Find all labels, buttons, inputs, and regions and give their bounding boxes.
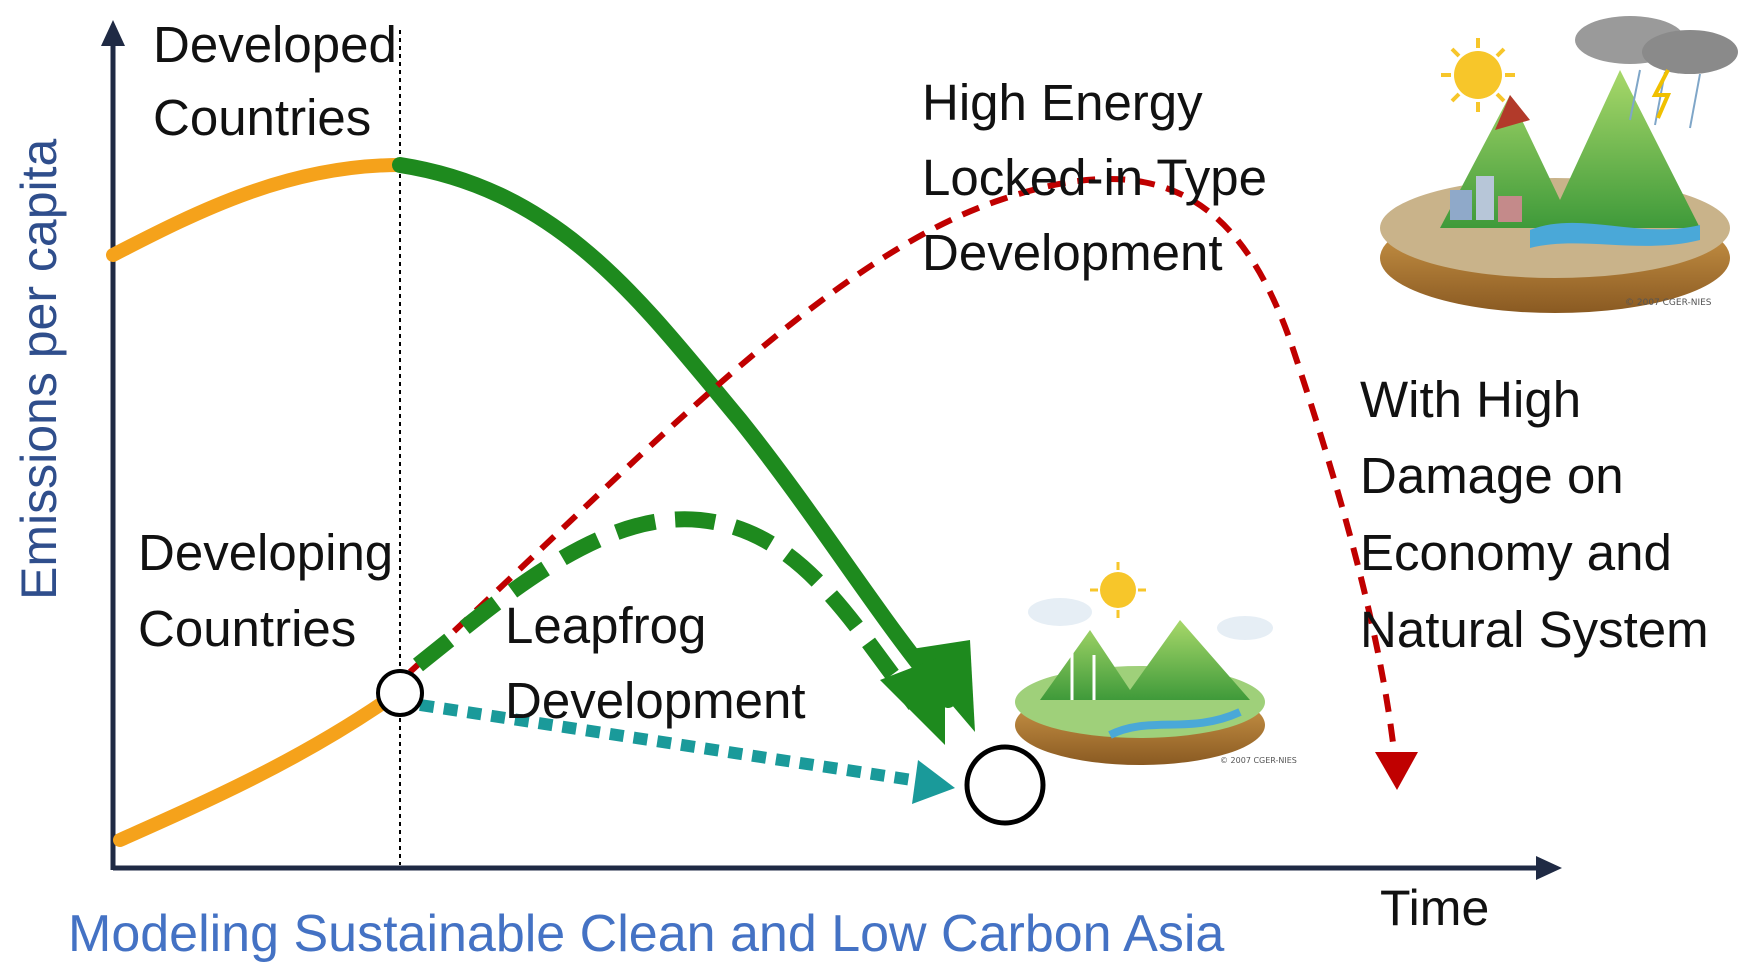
damage-label-line2: Damage on (1360, 447, 1624, 504)
x-axis (113, 856, 1562, 880)
leapfrog-path (413, 511, 922, 710)
developed-label-line2: Countries (153, 89, 371, 146)
y-axis-label: Emissions per capita (11, 139, 67, 600)
high-energy-label-line1: High Energy (922, 74, 1203, 131)
high-energy-label-line2: Locked-in Type (922, 149, 1267, 206)
direct-path-arrowhead (912, 760, 955, 804)
sun-icon (1090, 562, 1146, 618)
polluted-world-illustration: © 2007 CGER-NIES (1380, 16, 1738, 313)
footer-subtitle: Modeling Sustainable Clean and Low Carbo… (68, 905, 1225, 963)
x-axis-label: Time (1380, 880, 1489, 934)
developing-historic-path (113, 691, 397, 847)
developing-start-node (376, 669, 424, 717)
low-carbon-target-node (964, 744, 1046, 826)
clean-world-credit: © 2007 CGER-NIES (1220, 756, 1297, 765)
polluted-world-credit: © 2007 CGER-NIES (1625, 298, 1712, 308)
damage-label-line3: Economy and (1360, 524, 1672, 581)
leapfrog-label-line2: Development (505, 672, 806, 729)
developed-label-line1: Developed (153, 16, 397, 73)
sun-icon (1441, 38, 1515, 112)
leapfrog-arrowhead (880, 655, 945, 745)
developed-reduction-path (392, 157, 956, 708)
leapfrog-label-line1: Leapfrog (505, 597, 706, 654)
high-energy-label-line3: Development (922, 224, 1223, 281)
direct-low-carbon-path (419, 699, 926, 788)
emissions-pathway-diagram: © 2007 CGER-NIES © 2007 CGER-NIES Emissi… (11, 16, 1738, 934)
developed-historic-path (106, 158, 407, 262)
y-axis (101, 20, 125, 870)
developing-label-line2: Countries (138, 600, 356, 657)
damage-label-line4: Natural System (1360, 601, 1709, 658)
damage-label-line1: With High (1360, 371, 1581, 428)
clean-world-illustration: © 2007 CGER-NIES (1015, 562, 1297, 765)
developing-label-line1: Developing (138, 524, 393, 581)
high-energy-arrowhead (1375, 752, 1418, 790)
